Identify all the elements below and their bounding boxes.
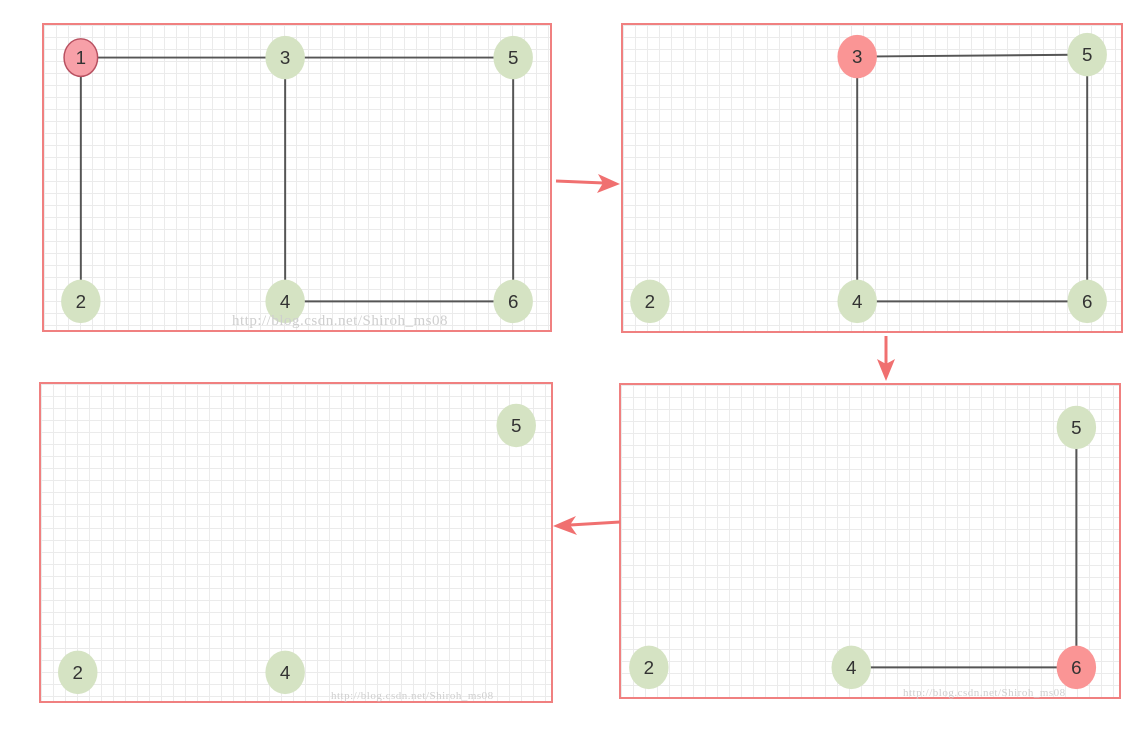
node-6: 6 [1067, 279, 1107, 324]
arrow-step-1-to-2 [555, 174, 620, 193]
watermark-1: http://blog.csdn.net/Shiroh_ms08 [232, 313, 449, 329]
node-4-circle [265, 650, 305, 695]
node-6-circle [1056, 645, 1097, 690]
node-2: 2 [58, 650, 98, 695]
node-1-circle [63, 38, 99, 78]
node-2-circle [58, 650, 98, 695]
node-2-label: 2 [645, 291, 655, 312]
node-6-circle [493, 279, 533, 324]
node-5-circle [496, 403, 536, 448]
graph-step-3-canvas: 2 4 5 6 [629, 405, 1097, 690]
node-2-label: 2 [73, 662, 83, 683]
node-5-label: 5 [1071, 417, 1081, 438]
node-2-circle [630, 279, 670, 324]
node-2: 2 [630, 279, 670, 324]
node-4-label: 4 [280, 662, 290, 683]
node-6: 6 [493, 279, 533, 324]
node-5-label: 5 [511, 415, 521, 436]
graph-panel-step-3: 2 4 5 6 http://blog.csdn.net/Shiroh_ms08 [619, 383, 1121, 699]
node-3-label: 3 [852, 46, 862, 67]
node-6: 6 [1056, 645, 1097, 690]
node-2-label: 2 [76, 291, 86, 312]
node-6-label: 6 [508, 291, 518, 312]
node-4-circle [831, 645, 871, 690]
node-3: 3 [265, 35, 305, 80]
node-5-label: 5 [1082, 44, 1092, 65]
node-4-label: 4 [280, 291, 290, 312]
edges [856, 53, 1089, 303]
node-4-label: 4 [852, 291, 862, 312]
node-5: 5 [493, 35, 533, 80]
node-5: 5 [1056, 405, 1097, 450]
node-5-label: 5 [508, 47, 518, 68]
node-2: 2 [629, 645, 669, 690]
watermark-3: http://blog.csdn.net/Shiroh_ms08 [903, 687, 1066, 699]
graph-step-2-canvas: 2 3 4 5 6 [630, 32, 1107, 324]
node-3-circle [265, 35, 305, 80]
node-1: 1 [63, 38, 99, 78]
graph-step-4-canvas: 2 4 5 [58, 403, 536, 695]
graph-step-1-canvas: 1 2 3 4 5 6 [61, 35, 533, 324]
node-5: 5 [1067, 32, 1107, 77]
node-3-label: 3 [280, 47, 290, 68]
watermark-4: http://blog.csdn.net/Shiroh_ms08 [331, 690, 494, 702]
node-5-circle [1056, 405, 1097, 450]
node-2-label: 2 [644, 657, 654, 678]
edge-3-5 [857, 53, 1088, 58]
edges [79, 56, 515, 303]
node-3-circle [837, 34, 877, 79]
node-4: 4 [265, 650, 305, 695]
node-2-circle [61, 279, 101, 324]
node-5-circle [1067, 32, 1107, 77]
node-4: 4 [837, 279, 877, 324]
node-4-circle [837, 279, 877, 324]
node-4-label: 4 [846, 657, 856, 678]
node-4: 4 [831, 645, 871, 690]
node-6-label: 6 [1071, 657, 1081, 678]
node-2-circle [629, 645, 669, 690]
graph-panel-step-4: 2 4 5 http://blog.csdn.net/Shiroh_ms08 [39, 382, 553, 703]
node-6-circle [1067, 279, 1107, 324]
node-5: 5 [496, 403, 536, 448]
node-4: 4 [265, 279, 305, 324]
node-6-label: 6 [1082, 291, 1092, 312]
node-2: 2 [61, 279, 101, 324]
graph-panel-step-2: 2 3 4 5 6 [621, 23, 1123, 333]
node-3: 3 [837, 34, 877, 79]
arrow-step-3-to-4 [553, 516, 621, 535]
edges [851, 427, 1078, 669]
graph-panel-step-1: 1 2 3 4 5 6 http://blog.csdn.net/Shiroh_ms08 [42, 23, 552, 332]
node-5-circle [493, 35, 533, 80]
node-1-label: 1 [76, 47, 86, 68]
node-4-circle [265, 279, 305, 324]
arrow-step-2-to-3 [877, 336, 895, 381]
